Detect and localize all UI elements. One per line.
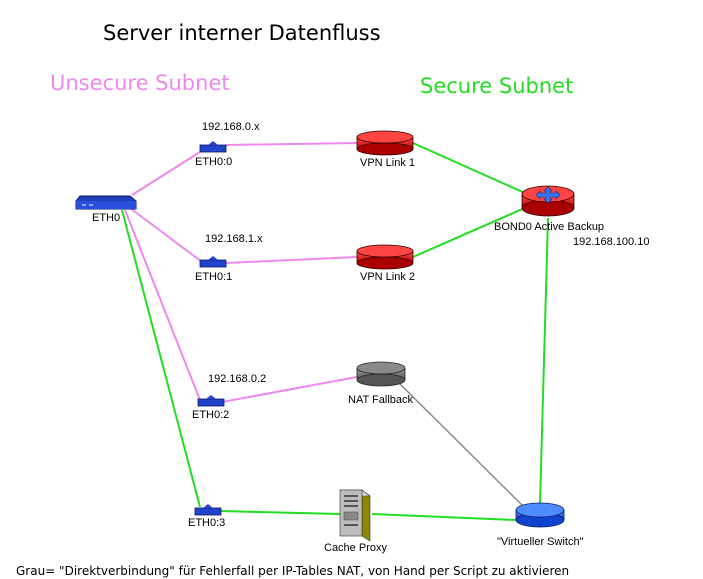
secure-links [121,142,549,521]
eth0-label: ETH0 [92,212,120,224]
link-eth0-3-proxy [219,510,341,515]
zone-unsecure-label: Unsecure Subnet [50,71,230,95]
link-bond0-vswitch [539,217,549,504]
nic-icon [194,507,222,516]
footer-note: Grau= "Direktverbindung" für Fehlerfall … [16,564,569,578]
eth0-0-port[interactable]: 192.168.0.x ETH0:0 [195,121,260,168]
link-eth0-2-nat [221,376,358,403]
router-icon [356,361,406,387]
bond0-ip: 192.168.100.10 [573,236,649,248]
cache-proxy-label: Cache Proxy [324,542,387,554]
cache-proxy-server[interactable]: Cache Proxy [324,489,387,554]
switch-icon [515,502,565,528]
vpn-link-1-router[interactable]: VPN Link 1 [356,130,415,169]
eth0-1-port[interactable]: 192.168.1.x ETH0:1 [195,233,263,283]
router-icon [356,130,414,156]
nat-fallback-router[interactable]: NAT Fallback [348,361,414,406]
eth0-0-label: ETH0:0 [195,156,232,168]
link-vpn2-bond0 [412,206,528,258]
link-eth0-0-vpn1 [225,142,358,146]
link-proxy-vswitch [371,513,517,521]
link-eth0-eth0-2 [124,209,201,401]
router-icon [356,244,414,270]
router-icon [521,185,575,217]
link-vpn1-bond0 [412,142,528,195]
nic-icon [197,398,225,407]
link-eth0-1-vpn2 [225,256,358,264]
eth0-2-port[interactable]: 192.168.0.2 ETH0:2 [192,373,266,421]
vpn-link-2-label: VPN Link 2 [360,271,415,283]
unsecure-links [124,142,358,403]
bond0-label: BOND0 Active Backup [494,221,604,233]
eth0-2-subnet: 192.168.0.2 [208,373,266,385]
virtual-switch[interactable]: "Virtueller Switch" [497,502,584,548]
server-tower-icon [339,489,371,542]
bond0-router[interactable]: BOND0 Active Backup 192.168.100.10 [494,185,649,248]
nat-fallback-label: NAT Fallback [348,394,414,406]
vpn-link-1-label: VPN Link 1 [360,157,415,169]
eth0-3-label: ETH0:3 [188,517,225,529]
eth0-switch[interactable]: ETH0 [75,195,137,224]
eth0-0-subnet: 192.168.0.x [202,121,260,133]
zone-secure-label: Secure Subnet [420,74,573,98]
nic-icon [199,259,227,268]
virtual-switch-label: "Virtueller Switch" [497,536,584,548]
diagram-title: Server interner Datenfluss [103,21,381,45]
eth0-1-subnet: 192.168.1.x [205,233,263,245]
link-eth0-eth0-3 [121,209,201,508]
eth0-3-port[interactable]: ETH0:3 [188,504,225,529]
eth0-1-label: ETH0:1 [195,271,232,283]
link-eth0-eth0-1 [129,207,203,263]
router-arrows-icon [535,186,561,204]
link-nat-vswitch [397,381,526,509]
nic-icon [199,144,227,153]
eth0-2-label: ETH0:2 [192,409,229,421]
vpn-link-2-router[interactable]: VPN Link 2 [356,244,415,283]
link-eth0-eth0-0 [131,151,201,196]
